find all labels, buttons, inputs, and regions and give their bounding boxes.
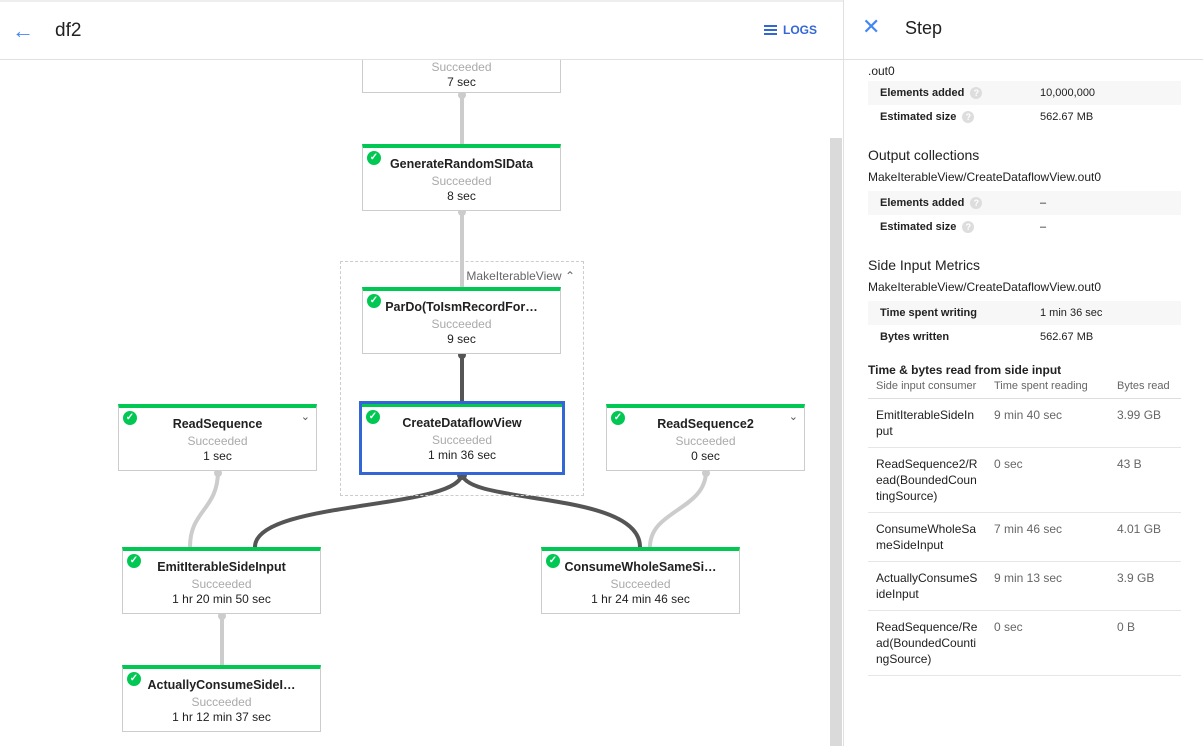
close-icon[interactable]: ✕ — [862, 14, 881, 39]
edge — [460, 472, 642, 548]
section-title: Time & bytes read from side input — [868, 363, 1062, 377]
group-label[interactable]: MakeIterableView ⌃ — [466, 269, 575, 283]
scrollbar[interactable] — [830, 138, 842, 746]
metric-row: Elements added?– — [868, 191, 1181, 215]
back-arrow-icon[interactable]: ← — [12, 18, 34, 43]
check-circle-icon: ✓ — [366, 410, 380, 424]
group-make-iterable-view: MakeIterableView ⌃ — [340, 261, 584, 496]
logs-button[interactable]: LOGS — [764, 23, 817, 37]
panel-header: ✕ Step — [844, 0, 1203, 60]
top-bar: ← df2 LOGS — [0, 0, 843, 60]
metric-row: Estimated size?562.67 MB — [880, 110, 1094, 124]
edge — [648, 470, 708, 548]
check-circle-icon: ✓ — [127, 554, 141, 568]
chevron-up-icon: ⌃ — [564, 269, 575, 283]
step-details: .out0 Elements added?10,000,000 Estimate… — [868, 63, 1181, 676]
section-title: Side Input Metrics — [868, 257, 981, 273]
step-panel: ✕ Step .out0 Elements added?10,000,000 E… — [843, 0, 1203, 746]
check-circle-icon: ✓ — [367, 151, 381, 165]
chevron-down-icon[interactable]: ⌄ — [788, 411, 798, 423]
check-circle-icon: ✓ — [611, 411, 625, 425]
check-circle-icon: ✓ — [367, 294, 381, 308]
chevron-down-icon[interactable]: ⌄ — [300, 411, 310, 423]
check-circle-icon: ✓ — [127, 672, 141, 686]
table-row: ReadSequence/Read(BoundedCountingSource)… — [868, 610, 1181, 676]
check-circle-icon: ✓ — [123, 411, 137, 425]
table-row: ReadSequence2/Read(BoundedCountingSource… — [868, 447, 1181, 513]
check-circle-icon: ✓ — [546, 554, 560, 568]
help-icon[interactable]: ? — [970, 197, 983, 210]
help-icon[interactable]: ? — [962, 111, 975, 124]
list-icon — [764, 25, 777, 35]
edge — [253, 472, 464, 548]
help-icon[interactable]: ? — [962, 221, 975, 234]
section-title: Output collections — [868, 147, 980, 163]
job-title: df2 — [55, 20, 82, 41]
edge — [188, 470, 220, 548]
help-icon[interactable]: ? — [970, 87, 983, 100]
metric-row: Elements added?10,000,000 — [868, 81, 1181, 105]
panel-title: Step — [905, 18, 943, 38]
metric-row: Estimated size?– — [880, 220, 1047, 234]
collection-name-tail: .out0 — [868, 64, 895, 78]
